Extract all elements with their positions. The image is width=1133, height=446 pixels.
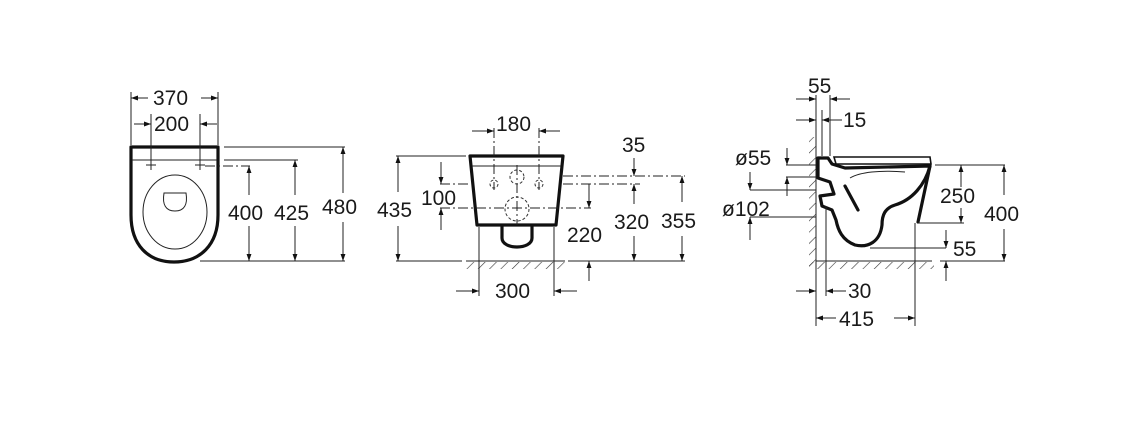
dim-30: 30 <box>848 280 871 303</box>
dim-15: 15 <box>843 109 866 132</box>
outlet-spigot <box>500 224 534 249</box>
dim-355: 355 <box>661 210 696 233</box>
dim-250: 250 <box>940 185 975 208</box>
dim-100: 100 <box>421 187 456 210</box>
dim-220: 220 <box>567 224 602 247</box>
dim-55-bottom: 55 <box>953 238 976 261</box>
dim-415: 415 <box>839 308 874 331</box>
bowl-profile <box>816 156 932 248</box>
bowl-outline-front <box>468 154 565 227</box>
side-view: 55 15 ø55 ø102 250 400 <box>722 75 1019 331</box>
dim-320: 320 <box>614 211 649 234</box>
dim-35: 35 <box>622 134 645 157</box>
top-view: 370 200 400 425 480 <box>129 87 357 264</box>
dim-370: 370 <box>153 87 188 110</box>
dim-400-side: 400 <box>984 203 1019 226</box>
dim-dia102: ø102 <box>722 198 770 221</box>
front-view: 180 435 100 220 35 320 355 <box>377 113 696 303</box>
seat-outline <box>142 174 208 250</box>
dim-480: 480 <box>322 196 357 219</box>
dim-200: 200 <box>154 113 189 136</box>
seat-lid <box>832 156 932 165</box>
dim-180: 180 <box>496 113 531 136</box>
dim-435: 435 <box>377 199 412 222</box>
bowl-outline-top <box>129 145 220 264</box>
dim-425: 425 <box>274 202 309 225</box>
dim-55-top: 55 <box>808 75 831 98</box>
dim-300: 300 <box>495 280 530 303</box>
dim-dia55: ø55 <box>735 147 771 170</box>
dim-400-top: 400 <box>228 202 263 225</box>
